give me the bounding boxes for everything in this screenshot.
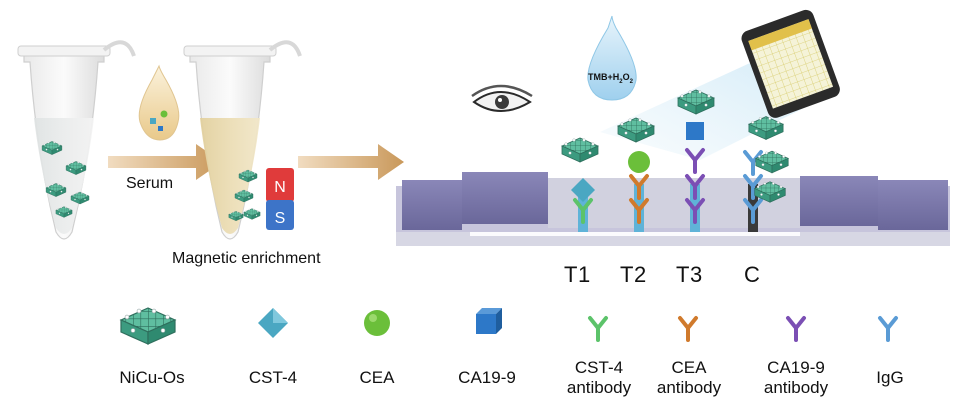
legend-label-cst-4: CST-4	[248, 368, 298, 387]
line-label-c: C	[744, 262, 761, 287]
legend-label-cst-4-antibody: CST-4 antibody	[566, 358, 632, 397]
magnet-north-label: N	[274, 179, 286, 196]
ca19-9-antibody-icon	[786, 316, 806, 342]
legend-label-nicu-os: NiCu-Os	[119, 368, 185, 387]
reagent-drop-icon	[587, 15, 637, 101]
legend-label-cea-antibody: CEA antibody	[656, 358, 722, 397]
reagent-text: TMB+H	[588, 72, 620, 82]
reagent-subscript: 2	[619, 78, 623, 85]
reagent-text-tail: O	[622, 72, 630, 82]
ca19-9-cube-icon	[476, 308, 502, 334]
process-arrow-1	[108, 144, 222, 180]
eye-icon	[471, 84, 533, 112]
reagent-subscript-tail: 2	[629, 78, 633, 85]
control-line-c	[743, 116, 789, 232]
sample-tube-1	[17, 40, 136, 240]
test-line-t2	[617, 117, 655, 232]
nicu-os-nanozyme-icon	[120, 307, 176, 345]
magnet-south-label: S	[275, 210, 286, 227]
legend-label-ca19-9-antibody: CA19-9 antibody	[763, 358, 829, 397]
smartphone-icon	[741, 9, 840, 118]
test-line-t1	[561, 137, 599, 232]
igg-icon	[878, 316, 898, 342]
cst-4-diamond-icon	[258, 308, 288, 338]
legend-label-ca19-9: CA19-9	[458, 368, 516, 387]
cea-sphere-icon	[364, 310, 390, 336]
sample-tube-2	[183, 40, 302, 240]
magnet-icon: N S	[266, 168, 294, 230]
reagent-label: TMB+H2O2	[588, 72, 633, 85]
line-label-t3: T3	[676, 262, 703, 287]
serum-drop-icon	[138, 64, 180, 141]
line-label-t2: T2	[620, 262, 647, 287]
line-label-t1: T1	[564, 262, 591, 287]
cst-4-antibody-icon	[588, 316, 608, 342]
legend-label-cea: CEA	[359, 368, 395, 387]
legend-label-igg: IgG	[876, 368, 904, 387]
process-arrow-2	[298, 144, 404, 180]
lateral-flow-strip	[396, 172, 950, 246]
magnetic-enrichment-label: Magnetic enrichment	[172, 250, 321, 267]
serum-label: Serum	[126, 175, 174, 192]
cea-antibody-icon	[678, 316, 698, 342]
test-line-t3	[677, 89, 715, 232]
